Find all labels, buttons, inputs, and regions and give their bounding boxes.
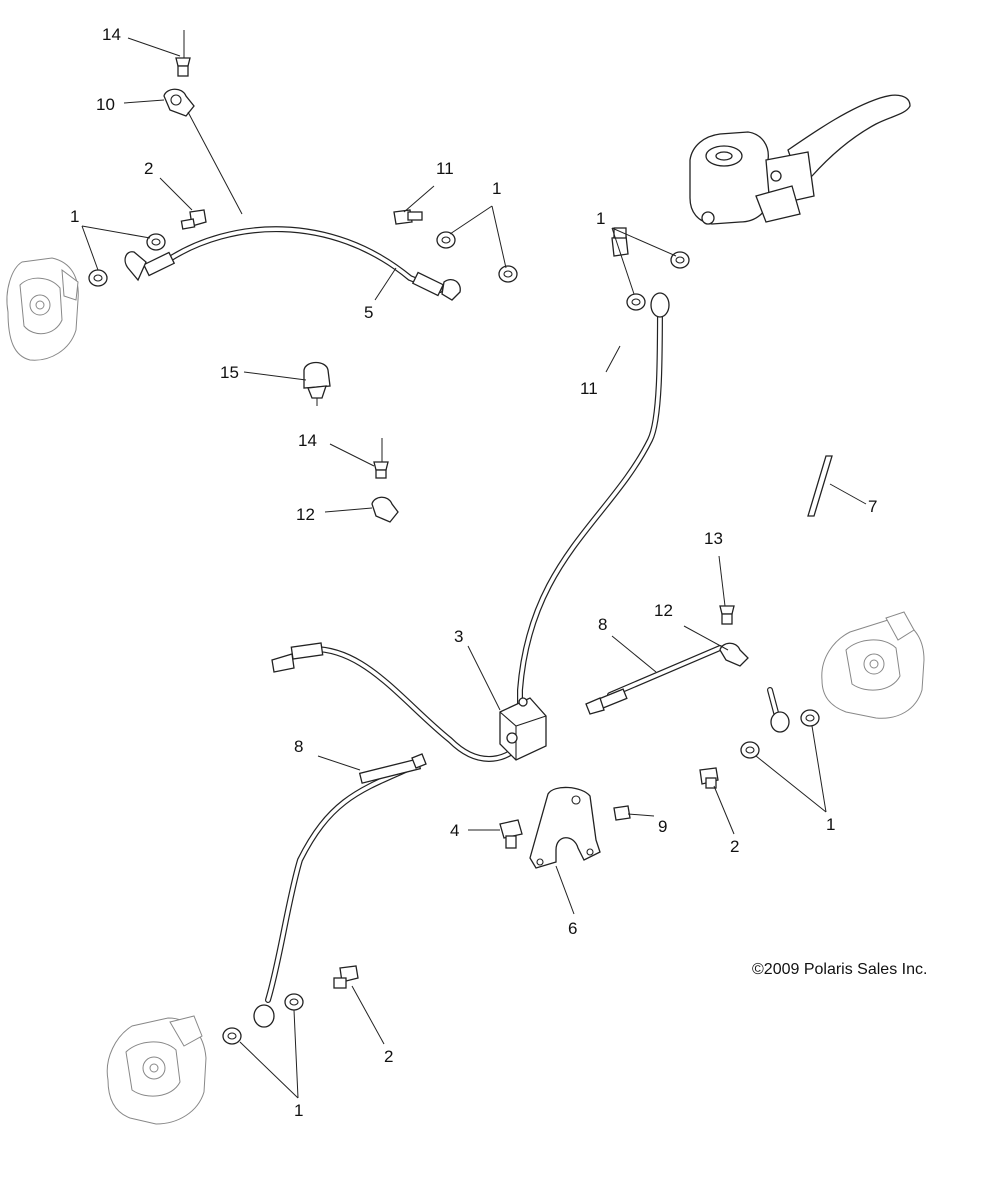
right-caliper-fitting	[767, 687, 790, 733]
master-cylinder-lever	[689, 94, 911, 225]
copyright-text: ©2009 Polaris Sales Inc.	[752, 961, 927, 978]
brake-line-3	[271, 292, 670, 762]
callout-11-mid: 11	[580, 379, 598, 398]
washers	[88, 231, 820, 1045]
callout-2-top: 2	[144, 159, 153, 178]
front-left-caliper	[6, 257, 79, 361]
callout-5: 5	[364, 303, 373, 322]
leader-lines	[81, 30, 867, 1099]
callout-1-left: 1	[70, 207, 79, 226]
callout-7: 7	[868, 497, 877, 516]
callout-11-top: 11	[436, 159, 454, 178]
callout-15: 15	[220, 363, 239, 382]
callout-1-bottom: 1	[294, 1101, 303, 1120]
front-right-caliper	[821, 611, 925, 719]
callout-12-left: 12	[296, 505, 315, 524]
bracket-6	[529, 786, 601, 869]
callout-8-right: 8	[598, 615, 607, 634]
brake-hose-8-right	[585, 645, 723, 715]
callout-2-right: 2	[730, 837, 739, 856]
callout-13: 13	[704, 529, 723, 548]
rear-caliper	[106, 1015, 207, 1125]
cable-tie-7	[807, 455, 833, 517]
brake-hose-8-left	[253, 753, 427, 1028]
callout-1-top-right: 1	[492, 179, 501, 198]
callout-1-master: 1	[596, 209, 605, 228]
callout-3: 3	[454, 627, 463, 646]
callout-8-left: 8	[294, 737, 303, 756]
bolts	[180, 209, 719, 989]
front-brake-hose-5	[124, 226, 461, 301]
callout-2-bottom: 2	[384, 1047, 393, 1066]
clip-15	[303, 361, 331, 406]
callout-14-top: 14	[102, 25, 121, 44]
callout-4: 4	[450, 821, 459, 840]
callout-10: 10	[96, 95, 115, 114]
screws	[175, 57, 735, 625]
callout-labels: 14 10 2 1 11 1 5 1 11 15 14 12 7 13 12 8…	[70, 25, 877, 1120]
callout-1-right: 1	[826, 815, 835, 834]
bolt-4	[499, 819, 523, 849]
callout-9: 9	[658, 817, 667, 836]
callout-14-mid: 14	[298, 431, 317, 450]
callout-6: 6	[568, 919, 577, 938]
callout-12-right: 12	[654, 601, 673, 620]
